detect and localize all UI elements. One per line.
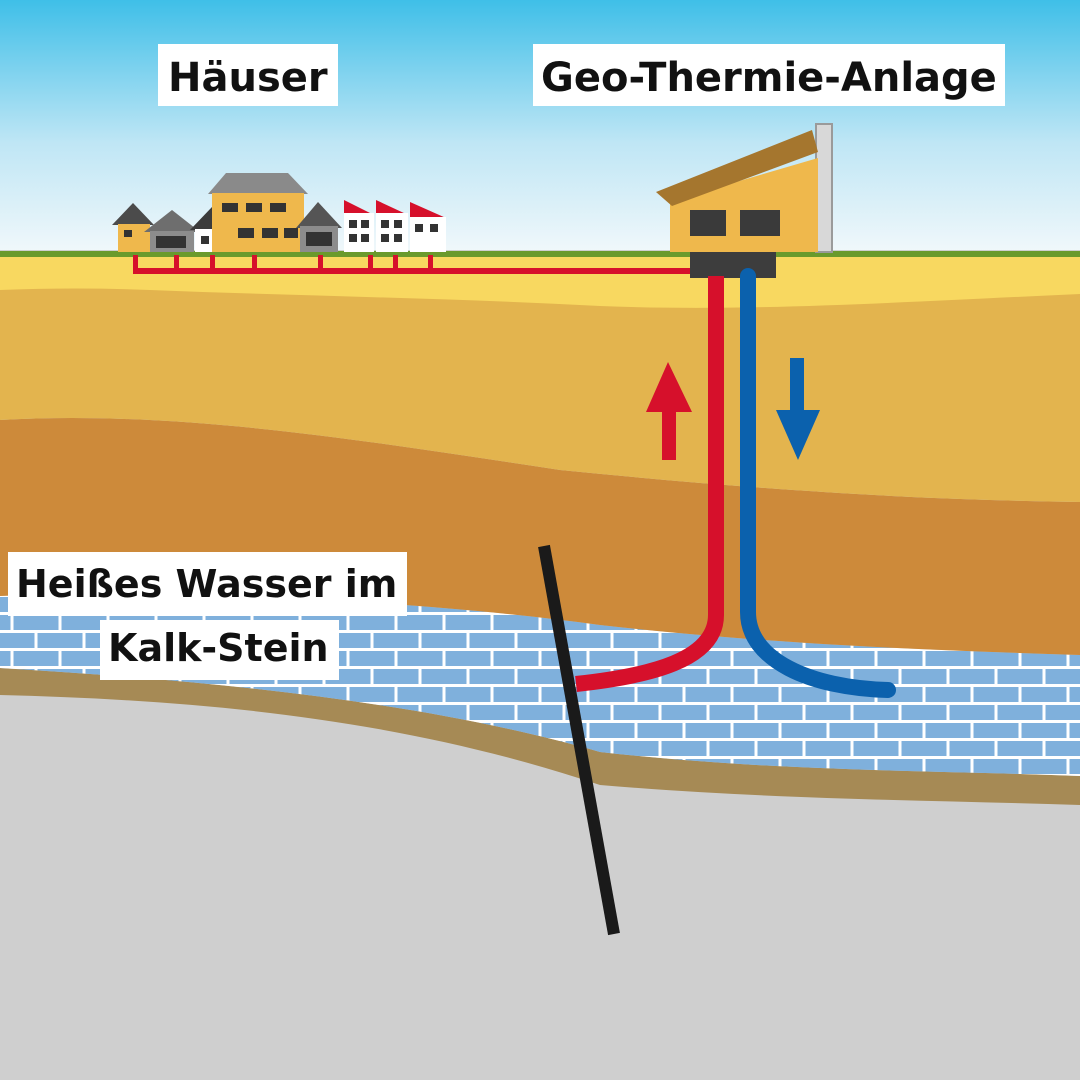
fault-line bbox=[538, 544, 620, 936]
geothermal-plant-label: Geo-Thermie-Anlage bbox=[533, 44, 1005, 106]
hot-water-pipe bbox=[575, 276, 724, 692]
limestone-base-band bbox=[0, 668, 1080, 805]
cold-water-down-arrow-icon bbox=[776, 358, 820, 460]
cold-water-pipe bbox=[740, 268, 896, 698]
middle-soil-layer bbox=[0, 284, 1080, 502]
houses-village bbox=[112, 173, 446, 252]
hot-water-up-arrow-icon bbox=[646, 362, 692, 460]
houses-label: Häuser bbox=[158, 44, 338, 106]
hot-water-label-line2: Kalk-Stein bbox=[100, 620, 339, 680]
hot-water-label-line1: Heißes Wasser im bbox=[8, 552, 408, 616]
geothermal-plant bbox=[656, 123, 833, 278]
grass-line bbox=[0, 251, 1080, 257]
heating-network bbox=[133, 255, 693, 274]
